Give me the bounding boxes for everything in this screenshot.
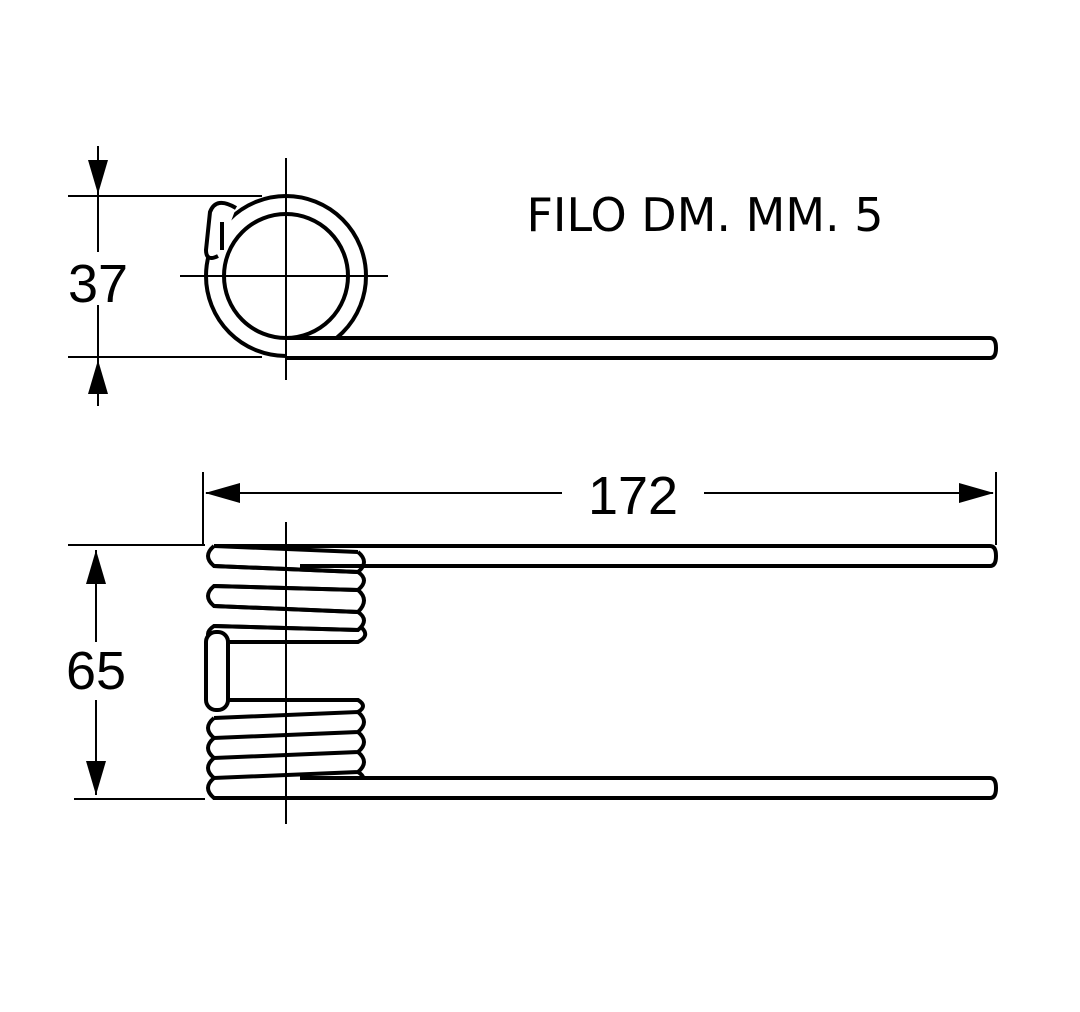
top-view: 172 65 [66,466,999,824]
dimension-label-172: 172 [588,466,678,526]
wire-diameter-note: FILO DM. MM. 5 [526,188,883,242]
upper-tine [214,544,999,568]
dimension-label-65: 65 [66,641,126,701]
tine-arm [286,336,999,360]
connecting-loop [204,630,230,712]
height-dimension: 37 [68,146,128,406]
arrow-right-icon [959,483,994,503]
arrow-down-icon [86,761,106,795]
dimension-label-37: 37 [68,254,128,314]
lower-tine [214,776,999,800]
arrow-up-icon [86,550,106,584]
arrow-left-icon [205,483,240,503]
side-view: 37 [68,146,999,406]
arrow-down-icon [88,160,108,194]
arrow-up-icon [88,360,108,394]
